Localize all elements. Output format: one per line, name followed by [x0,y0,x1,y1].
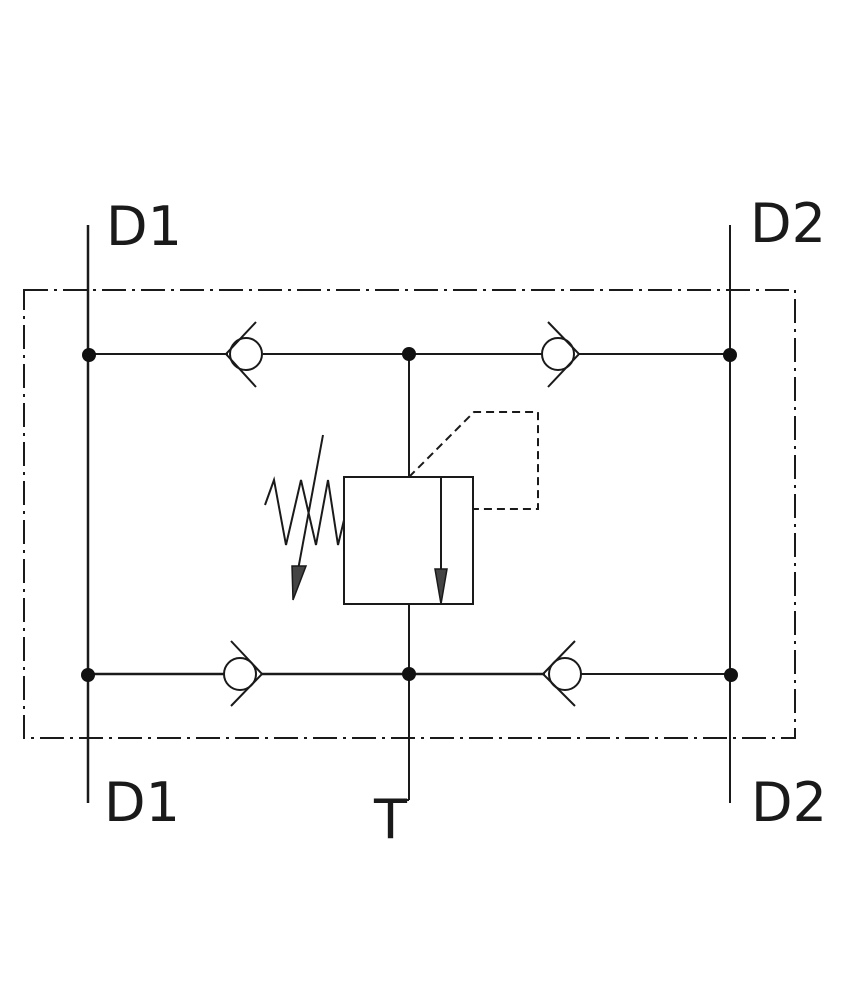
port-label-d2-bottom: D2 [751,771,827,834]
junction-dots [81,347,738,682]
check-valve-icon [223,640,264,707]
junction-dot [723,348,737,362]
relief-valve-icon [343,476,474,605]
junction-dot [81,668,95,682]
check-valve-icon [541,640,582,707]
port-label-d1-top: D1 [106,195,182,258]
adjustable-spring-icon [264,434,345,601]
junction-dot [724,668,738,682]
junction-dot [402,667,416,681]
junction-dot [402,347,416,361]
junction-dot [82,348,96,362]
check-valve-icon [224,321,263,388]
port-label-tank: T [374,788,407,851]
port-label-d1-bottom: D1 [104,771,180,834]
port-label-d2-top: D2 [750,192,826,255]
check-valve-icon [541,321,581,388]
pilot-line [408,411,539,510]
